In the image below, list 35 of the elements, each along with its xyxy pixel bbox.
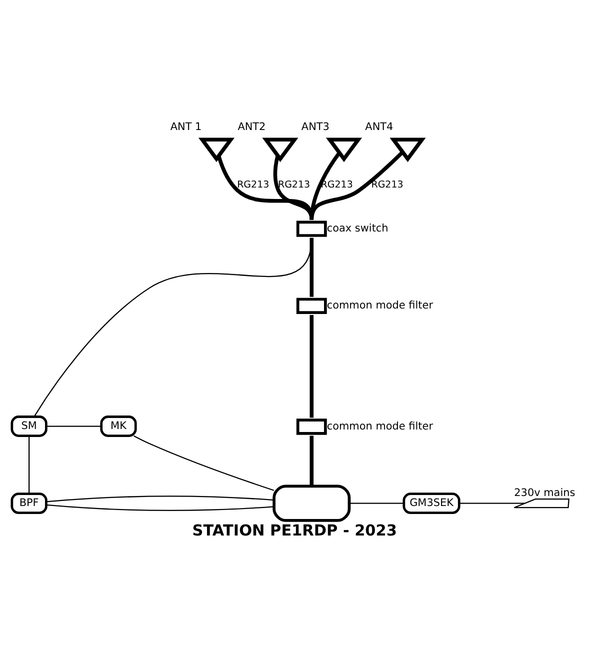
edge-label: RG213 (278, 178, 310, 190)
node-box: MK (100, 415, 137, 436)
connector (310, 151, 341, 220)
node-label: common mode filter (326, 299, 434, 312)
connector (46, 425, 102, 426)
connector (34, 237, 312, 416)
connector (350, 502, 404, 504)
node-box: GM3SEK (402, 492, 460, 514)
connector (310, 150, 404, 220)
node-box (296, 297, 327, 314)
connector (28, 435, 30, 493)
node-label: ANT2 (238, 120, 266, 133)
connector (46, 495, 274, 502)
node-box: SM (10, 415, 48, 436)
connector (310, 237, 314, 296)
node-label: ANT 1 (170, 120, 202, 133)
node-label: ANT4 (365, 120, 394, 133)
node-label: coax switch (326, 222, 388, 234)
connector (46, 504, 274, 510)
node-box (296, 220, 327, 236)
node-label: ANT3 (301, 120, 330, 133)
connector (216, 155, 314, 220)
connector (134, 434, 274, 490)
connector (310, 435, 314, 486)
node-label: common mode filter (326, 420, 434, 432)
node-box (272, 484, 351, 522)
node-lightning (514, 498, 570, 508)
diagram-title: STATION PE1RDP - 2023 (192, 520, 397, 539)
node-box (296, 418, 327, 434)
node-box: BPF (10, 492, 48, 514)
edge-label: RG213 (237, 178, 270, 190)
node-label: 230v mains (514, 486, 576, 499)
edge-label: RG213 (371, 178, 404, 190)
connector (459, 502, 524, 504)
connector (310, 314, 314, 418)
